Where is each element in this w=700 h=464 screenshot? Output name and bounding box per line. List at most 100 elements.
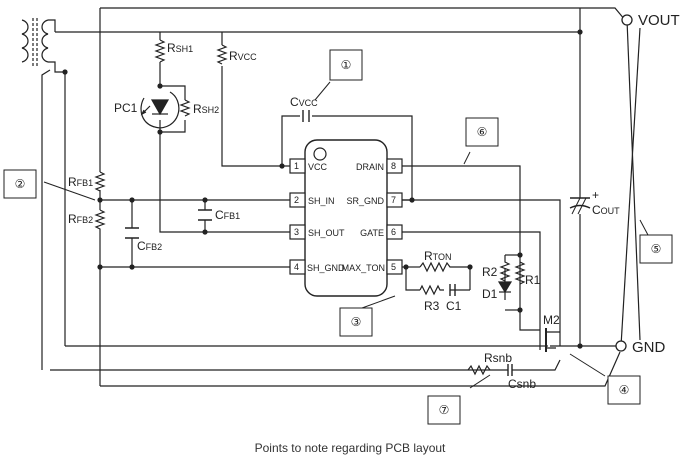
rton-symbol <box>419 261 457 273</box>
callout-6-pointer <box>463 151 471 165</box>
c1-symbol <box>449 284 456 296</box>
callout-7-num: ⑦ <box>439 403 450 417</box>
callout-1-num: ① <box>341 58 352 72</box>
transformer <box>21 18 65 73</box>
pin-5-name: MAX_TON <box>342 263 385 273</box>
callout-2-num: ② <box>15 177 26 191</box>
callout-2-pointer <box>43 181 96 201</box>
cfb2-symbol <box>125 227 139 239</box>
callout-5-box <box>639 234 673 264</box>
vout-rail <box>100 7 626 21</box>
rton-label: RTON <box>424 249 452 263</box>
rton-right <box>457 266 471 290</box>
rsh1-symbol <box>154 39 166 63</box>
core <box>32 18 38 66</box>
callout-3-pointer <box>361 295 396 309</box>
pin-7-name: SR_GND <box>346 196 384 206</box>
pin-2-name: SH_IN <box>308 196 335 206</box>
sec-leads <box>48 19 65 73</box>
r1-label: R1 <box>525 273 541 287</box>
rfb1-label: RFB1 <box>68 175 93 189</box>
m2-leads <box>546 331 560 349</box>
callout-7-pointer <box>469 374 491 389</box>
rfb2-symbol <box>94 209 106 235</box>
capacitors <box>125 110 591 376</box>
cout-plate-bot <box>569 204 591 209</box>
pin-4-name: SH_GND <box>307 263 345 273</box>
controller-ic: 1 2 3 4 8 7 6 5 VCC SH_IN SH_OUT SH_GND … <box>289 139 403 297</box>
callout-5-pointer <box>639 219 649 236</box>
cfb1-label: CFB1 <box>215 208 240 222</box>
rsnb-symbol <box>467 364 491 376</box>
junctions <box>62 29 583 349</box>
pin-6-num: 6 <box>391 227 396 237</box>
rsnb-label: Rsnb <box>484 351 512 365</box>
r3-label: R3 <box>424 299 440 313</box>
rsh2-label: RSH2 <box>193 102 219 116</box>
figure-caption: Points to note regarding PCB layout <box>255 441 446 455</box>
callout-1-pointer <box>314 81 331 101</box>
pc1-ring <box>140 91 180 129</box>
r2-symbol <box>499 255 511 282</box>
gnd-label: GND <box>632 339 666 356</box>
rfb2-label: RFB2 <box>68 212 93 226</box>
callout-4-pointer <box>569 353 606 377</box>
m2-label: M2 <box>543 313 560 327</box>
csnb-symbol <box>507 364 513 376</box>
rsh2-bot <box>160 120 186 133</box>
callouts <box>3 49 673 425</box>
drain-wire <box>400 165 540 331</box>
gnd-lead <box>620 27 641 347</box>
pc1-down <box>159 120 292 233</box>
cfb1-symbol <box>198 209 212 221</box>
primary-winding <box>21 19 29 63</box>
pin-8-name: DRAIN <box>356 162 384 172</box>
callout-5-num: ⑤ <box>651 242 662 256</box>
callout-numbers: ① ② ③ ④ ⑤ ⑥ ⑦ <box>15 58 662 417</box>
cvcc-label: CVCC <box>290 95 318 109</box>
pin-1-name: VCC <box>308 162 328 172</box>
rvcc-label: RVCC <box>229 49 257 63</box>
callout-7-box <box>427 395 461 425</box>
cout-hatch <box>571 197 587 215</box>
pin-3-name: SH_OUT <box>308 228 345 238</box>
r3c1-left <box>405 267 420 291</box>
cvcc-left <box>281 115 300 166</box>
rsh2-symbol <box>179 99 191 117</box>
cout-label: COUT <box>592 203 620 217</box>
rfb1-symbol <box>94 171 106 192</box>
pin-7-num: 7 <box>391 195 396 205</box>
sr-gnd-wire <box>400 199 561 346</box>
rvcc-symbol <box>216 44 228 65</box>
pc1-led <box>150 99 170 116</box>
snubber-return <box>520 359 561 371</box>
callout-3-box <box>339 307 373 337</box>
pin-2-num: 2 <box>294 195 299 205</box>
gnd-terminal <box>615 340 627 352</box>
sec-tap-1 <box>41 69 51 370</box>
pin-8-num: 8 <box>391 161 396 171</box>
ic-body <box>304 139 388 297</box>
pc1-loop <box>160 85 186 100</box>
cout-plus: + <box>592 188 599 202</box>
d1-body <box>497 281 513 294</box>
pin-1-num: 1 <box>294 161 299 171</box>
pin-3-num: 3 <box>294 227 299 237</box>
cvcc-symbol <box>302 110 310 122</box>
callout-6-box <box>465 117 499 147</box>
callout-2-box <box>3 169 37 199</box>
component-labels: RSH1 RVCC RSH2 PC1 CVCC RFB1 RFB2 CFB1 C… <box>68 41 620 391</box>
rvcc-bot <box>221 66 292 167</box>
pin-5-num: 5 <box>391 262 396 272</box>
c1-label: C1 <box>446 299 462 313</box>
r1-symbol <box>514 261 526 285</box>
callout-4-box <box>607 375 641 405</box>
callout-6-num: ⑥ <box>477 125 488 139</box>
wires <box>41 7 641 387</box>
gate-wire <box>400 231 541 330</box>
pc1-label: PC1 <box>114 101 138 115</box>
semis <box>140 91 560 352</box>
secondary-winding <box>41 19 49 63</box>
pin-6-name: GATE <box>360 228 384 238</box>
